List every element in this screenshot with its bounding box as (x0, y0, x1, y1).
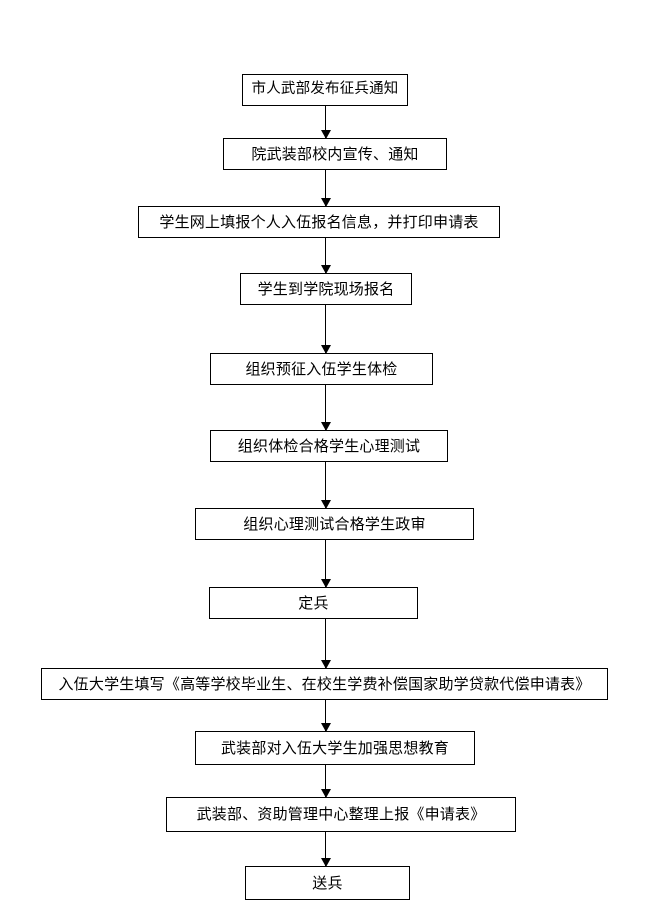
flow-node-campus-publicity-notice[interactable]: 院武装部校内宣传、通知 (223, 138, 447, 170)
arrow-node3-to-node4 (320, 238, 331, 274)
flow-node-label: 学生网上填报个人入伍报名信息，并打印申请表 (159, 212, 479, 231)
arrow-head-icon (320, 723, 331, 732)
arrow-head-icon (320, 345, 331, 354)
flow-node-ideological-education[interactable]: 武装部对入伍大学生加强思想教育 (195, 731, 475, 765)
flow-node-label: 院武装部校内宣传、通知 (251, 144, 419, 163)
flow-node-label: 定兵 (298, 593, 329, 612)
arrow-head-icon (320, 130, 331, 139)
arrow-head-icon (320, 858, 331, 867)
flow-node-onsite-registration[interactable]: 学生到学院现场报名 (240, 273, 412, 305)
arrow-head-icon (320, 660, 331, 669)
arrow-node10-to-node11 (320, 765, 331, 798)
arrow-node8-to-node9 (320, 619, 331, 669)
arrow-head-icon (320, 789, 331, 798)
flow-node-compile-and-submit-forms[interactable]: 武装部、资助管理中心整理上报《申请表》 (166, 797, 516, 832)
arrow-head-icon (320, 265, 331, 274)
flow-node-label: 组织心理测试合格学生政审 (243, 514, 426, 533)
arrow-node11-to-node12 (320, 832, 331, 867)
flow-node-physical-examination[interactable]: 组织预征入伍学生体检 (210, 353, 433, 385)
flow-node-city-recruitment-notice[interactable]: 市人武部发布征兵通知 (242, 74, 408, 106)
flow-node-label: 学生到学院现场报名 (257, 279, 395, 298)
flow-node-label: 组织预征入伍学生体检 (245, 359, 398, 378)
flow-node-label: 入伍大学生填写《高等学校毕业生、在校生学费补偿国家助学贷款代偿申请表》 (58, 674, 591, 693)
arrow-node6-to-node7 (320, 462, 331, 509)
arrow-head-icon (320, 579, 331, 588)
flow-node-label: 组织体检合格学生心理测试 (237, 436, 421, 455)
arrow-node5-to-node6 (320, 385, 331, 431)
arrow-head-icon (320, 198, 331, 207)
arrow-node9-to-node10 (320, 700, 331, 732)
flow-node-label: 武装部对入伍大学生加强思想教育 (220, 738, 449, 757)
flow-node-psychological-test[interactable]: 组织体检合格学生心理测试 (210, 430, 448, 462)
flow-node-online-registration-print-form[interactable]: 学生网上填报个人入伍报名信息，并打印申请表 (138, 206, 500, 238)
flow-node-send-off-soldiers[interactable]: 送兵 (245, 866, 410, 900)
arrow-node4-to-node5 (320, 305, 331, 354)
arrow-node1-to-node2 (320, 106, 331, 139)
flow-node-label: 武装部、资助管理中心整理上报《申请表》 (196, 805, 486, 824)
flow-node-label: 送兵 (312, 873, 343, 892)
arrow-head-icon (320, 500, 331, 509)
flow-node-political-review[interactable]: 组织心理测试合格学生政审 (195, 508, 474, 540)
flow-node-soldier-assignment[interactable]: 定兵 (209, 587, 418, 619)
arrow-node7-to-node8 (320, 540, 331, 588)
arrow-head-icon (320, 422, 331, 431)
flow-node-tuition-compensation-application[interactable]: 入伍大学生填写《高等学校毕业生、在校生学费补偿国家助学贷款代偿申请表》 (41, 668, 608, 700)
arrow-node2-to-node3 (320, 170, 331, 207)
flow-node-label: 市人武部发布征兵通知 (251, 81, 399, 98)
